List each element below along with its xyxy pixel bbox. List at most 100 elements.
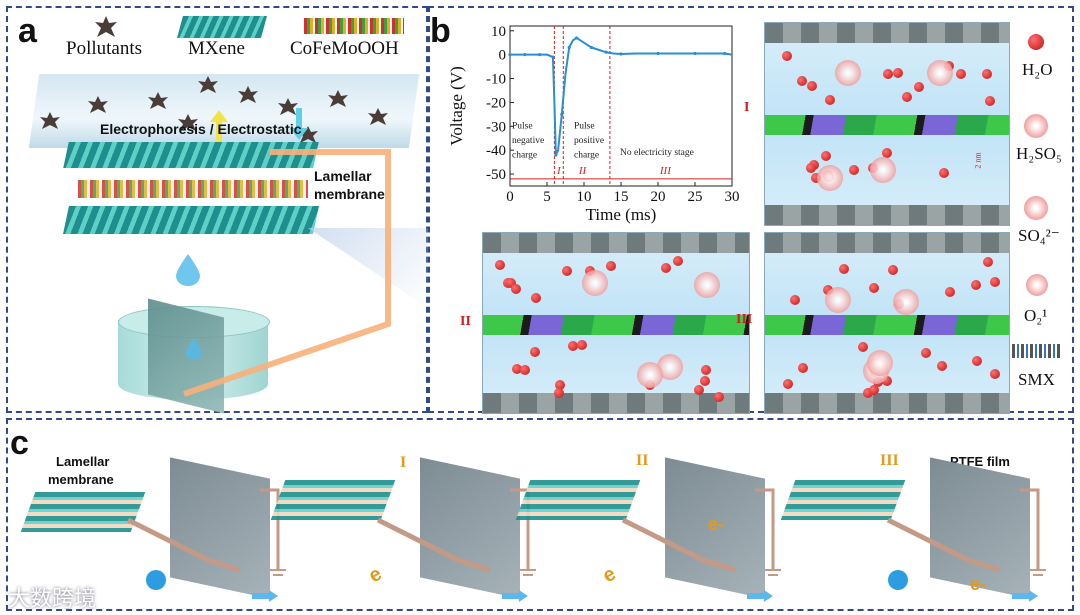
drop-in-cylinder-icon	[186, 338, 202, 360]
bottom-plate	[483, 393, 749, 413]
voltage-point	[619, 52, 623, 56]
legend-h2o: H₂O	[1022, 60, 1053, 79]
membrane-label-2: membrane	[314, 186, 385, 202]
stage-III-box	[764, 232, 1010, 414]
mxene-sheet	[765, 315, 1009, 335]
voltage-point	[554, 153, 558, 157]
step-sequence	[8, 420, 1076, 613]
voltage-point	[723, 51, 727, 56]
membrane-label-1: Lamellar	[314, 168, 372, 184]
flow-arrow-icon	[502, 590, 528, 602]
lamellar-label-2: membrane	[48, 472, 114, 487]
so4-icon	[1024, 196, 1048, 220]
x-tick-label: 15	[614, 189, 629, 205]
orange-wire	[183, 149, 391, 397]
bottom-plate	[765, 393, 1009, 413]
chart-annotation: charge	[512, 150, 537, 160]
mxene-sheet	[483, 315, 749, 335]
stage-III-label-c: III	[880, 452, 899, 469]
chart-annotation: positive	[574, 136, 604, 146]
stage-label: I	[556, 165, 562, 177]
panel-a: a Pollutants MXene CoFeMoOOH Electrophor…	[6, 6, 428, 414]
cofemoooh-icon	[304, 18, 404, 34]
e-minus-label-1: e-	[708, 514, 725, 534]
stage-II-label-c: II	[636, 452, 649, 469]
top-plate	[765, 233, 1009, 253]
voltage-point	[604, 50, 608, 54]
watermark: 大数跨境	[8, 587, 97, 612]
x-tick-label: 10	[577, 189, 592, 205]
lamellar-label-1: Lamellar	[56, 454, 110, 469]
voltage-point	[538, 53, 542, 57]
flow-arrow-icon	[1012, 590, 1038, 602]
flow-arrow-icon	[252, 590, 278, 602]
circuit-wire	[886, 488, 1046, 576]
y-axis-label: Voltage (V)	[447, 66, 466, 145]
chart-annotation: charge	[574, 150, 599, 160]
chart-annotation: No electricity stage	[620, 148, 694, 158]
chart-annotation: Pulse	[512, 122, 533, 132]
x-tick-label: 0	[506, 189, 514, 205]
y-tick-label: 0	[499, 48, 507, 64]
legend-cofemoooh: CoFeMoOOH	[290, 38, 399, 59]
h2so5-icon	[1024, 114, 1048, 138]
y-tick-label: -30	[486, 119, 506, 135]
smx-icon	[1012, 344, 1062, 358]
y-tick-label: -50	[486, 167, 506, 183]
panel-c: c Lamellar membrane I II III PTFE film e…	[6, 418, 1074, 611]
plot-frame	[509, 25, 733, 187]
stage-I-label: I	[744, 100, 750, 115]
panel-b-label: b	[430, 12, 451, 50]
legend-so4: SO₄²⁻	[1018, 226, 1060, 245]
scale-label: 2 nm	[973, 152, 983, 169]
stage-II-label: II	[460, 314, 471, 329]
voltage-point	[523, 53, 527, 57]
panel-a-label: a	[18, 12, 37, 50]
h2o-icon	[1028, 34, 1044, 50]
stage-I-box	[764, 22, 1010, 226]
voltage-point	[551, 55, 555, 59]
pollutant-icon	[95, 16, 117, 37]
circuit-wire	[126, 488, 286, 576]
y-tick-label: 10	[491, 24, 506, 40]
y-tick-label: -10	[486, 72, 506, 88]
stage-label: II	[578, 165, 588, 177]
legend-pollutants: Pollutants	[66, 38, 143, 59]
x-axis-label: Time (ms)	[586, 205, 657, 224]
voltage-point	[575, 36, 579, 40]
pollutant-particles	[40, 76, 388, 143]
x-tick-label: 20	[651, 189, 666, 205]
stage-label: III	[659, 165, 672, 177]
voltage-point	[508, 53, 512, 57]
x-tick-label: 30	[725, 189, 740, 205]
cofemoooh-layer	[78, 180, 308, 198]
stage-III-label: III	[736, 312, 753, 327]
process-label: Electrophoresis / Electrostatic	[100, 121, 302, 137]
chart-annotation: negative	[512, 136, 544, 146]
voltage-point	[589, 45, 593, 50]
panel-c-label: c	[10, 424, 29, 462]
top-plate	[765, 23, 1009, 43]
o2-icon	[1026, 274, 1048, 296]
water-droplet-icon	[146, 570, 166, 590]
water-droplet-icon	[888, 570, 908, 590]
legend-h2so5: H₂SO₅	[1016, 144, 1062, 163]
y-tick-label: -20	[486, 95, 506, 111]
legend-mxene: MXene	[188, 38, 245, 59]
voltage-point	[560, 112, 564, 116]
water-drop-icon	[176, 254, 200, 286]
voltage-point	[567, 45, 571, 50]
bottom-plate	[765, 205, 1009, 225]
e-minus-label-2: e-	[970, 574, 987, 594]
legend-o2: O₂¹	[1024, 306, 1048, 325]
stage-I-label-c: I	[400, 454, 407, 471]
legend-smx: SMX	[1018, 370, 1055, 389]
voltage-point	[693, 51, 697, 56]
mxene-sheet	[765, 115, 1009, 135]
y-tick-label: -40	[486, 143, 506, 159]
flow-arrow-icon	[747, 590, 773, 602]
x-tick-label: 5	[543, 189, 551, 205]
circuit-wire	[621, 488, 781, 576]
